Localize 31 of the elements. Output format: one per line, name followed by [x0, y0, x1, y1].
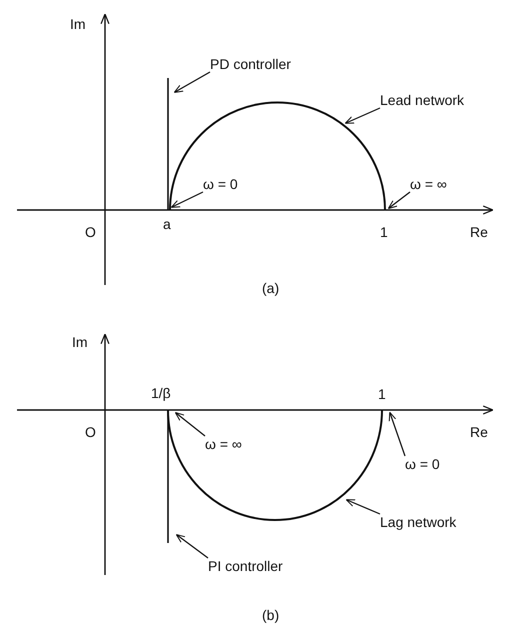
panel-label: (a) [262, 280, 280, 296]
panel-label: (b) [262, 607, 280, 623]
leader-line [174, 412, 206, 436]
tick-label: a [163, 216, 171, 232]
origin-label: O [85, 224, 96, 240]
semicircle-locus [167, 410, 383, 521]
leader-line [346, 499, 380, 515]
curve-label: ω = 0 [203, 176, 238, 192]
curve-label: Lag network [380, 514, 456, 530]
origin-label: O [85, 424, 96, 440]
leader-line [176, 534, 208, 558]
axis-label: Im [72, 334, 88, 350]
leader-line [388, 192, 410, 210]
axis-label: Re [470, 424, 488, 440]
controller-line [167, 410, 169, 543]
curve-label: ω = ∞ [205, 436, 242, 452]
controller-line [167, 78, 169, 210]
curve-label: PI controller [208, 558, 283, 574]
leader-line [344, 107, 380, 124]
tick-label: 1/β [151, 385, 171, 401]
leader-line [174, 71, 210, 93]
axis-label: Im [70, 16, 86, 32]
axis-label: Re [470, 224, 488, 240]
leader-line [170, 191, 204, 208]
curve-label: Lead network [380, 92, 464, 108]
leader-line [388, 412, 406, 456]
curve-label: PD controller [210, 56, 291, 72]
tick-label: 1 [378, 386, 386, 402]
curve-label: ω = 0 [405, 456, 440, 472]
tick-label: 1 [380, 224, 388, 240]
curve-label: ω = ∞ [410, 176, 447, 192]
